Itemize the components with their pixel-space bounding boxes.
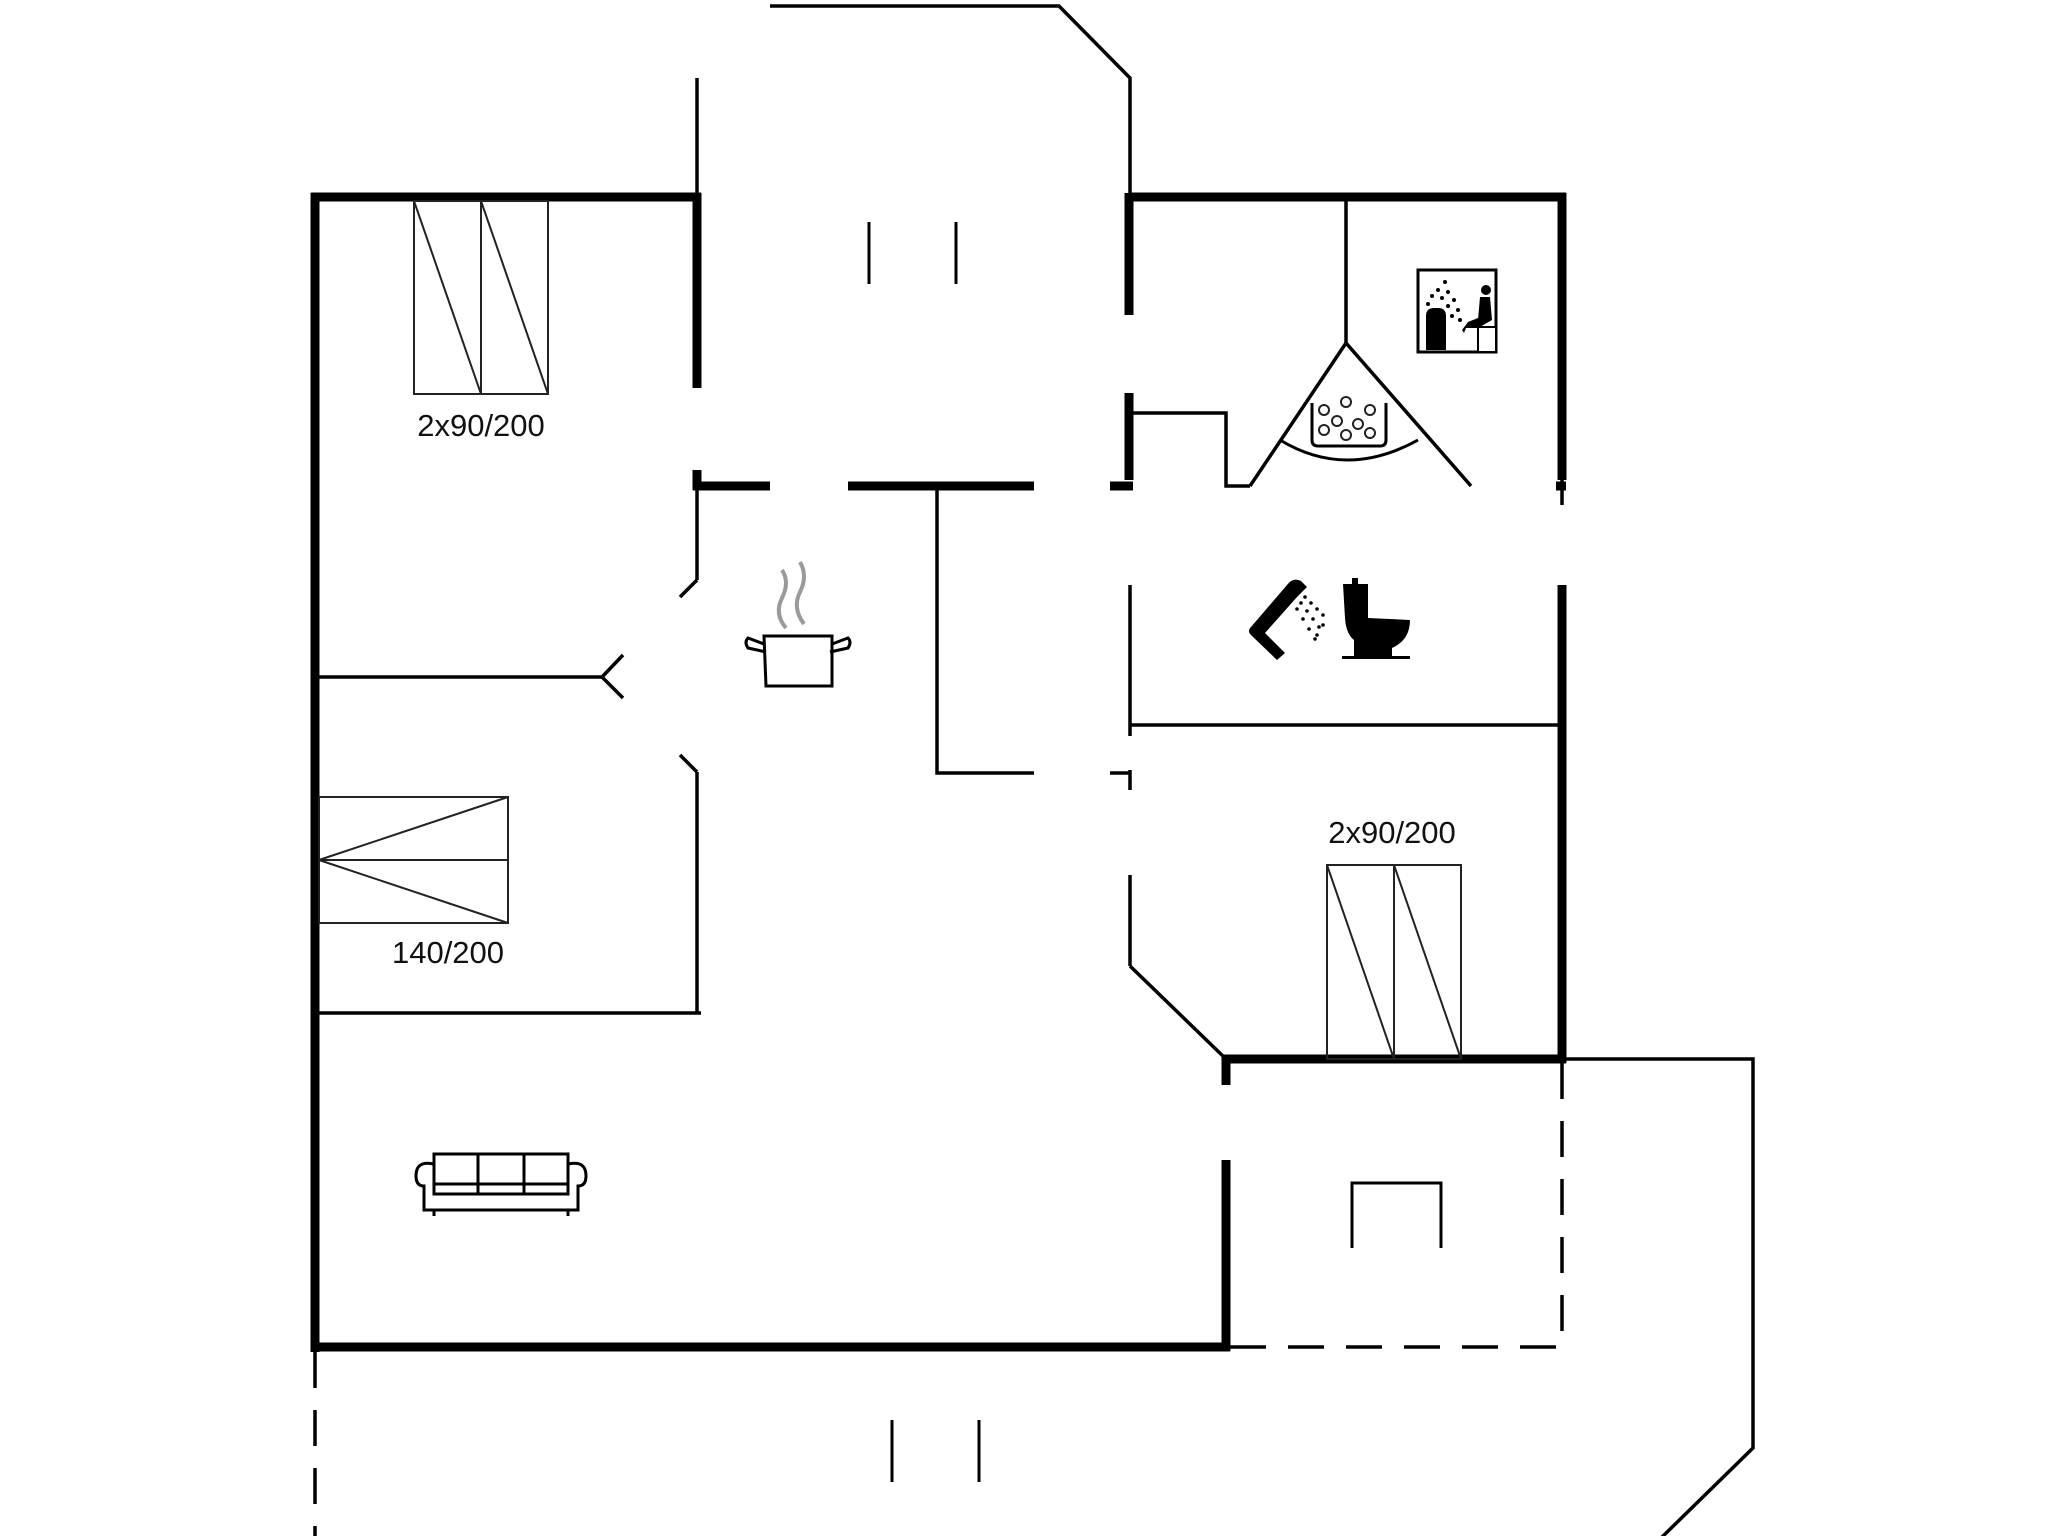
step-marks (867, 222, 1443, 1482)
bed-top-left (413, 200, 549, 395)
bed-size-label: 2x90/200 (417, 408, 545, 443)
whirlpool-icon (1248, 340, 1473, 488)
shower-icon (1249, 579, 1325, 660)
bed-size-label: 140/200 (392, 935, 504, 970)
exterior-walls (310, 192, 1567, 1352)
sofa-icon (414, 1152, 588, 1216)
toilet-icon (1342, 578, 1410, 659)
bed-right (1326, 864, 1462, 1060)
bed-size-label: 2x90/200 (1328, 815, 1456, 850)
interior-walls (315, 4, 1755, 1536)
terrace-dashed-outlines (313, 1063, 1564, 1536)
sauna-icon (1416, 268, 1498, 354)
bench-outline (1350, 1181, 1443, 1248)
cooking-pot-icon (744, 561, 852, 688)
bed-left (318, 796, 509, 924)
